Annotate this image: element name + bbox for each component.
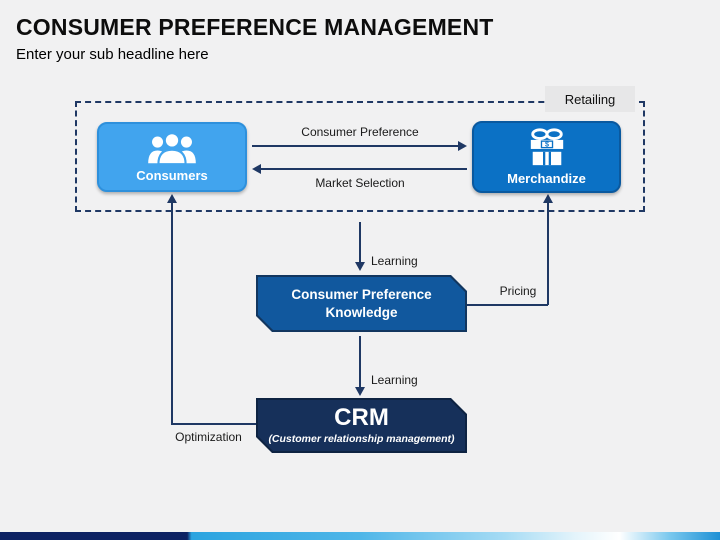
node-merchandize[interactable]: $ Merchandize (472, 121, 621, 193)
node-crm[interactable]: CRM (Customer relationship management) (256, 398, 467, 453)
edge-label-learning-bottom: Learning (371, 373, 418, 387)
connector-pricing-vertical (547, 202, 549, 305)
gift-box-dollar-icon: $ (530, 128, 563, 166)
node-knowledge-label: Consumer Preference Knowledge (291, 286, 432, 320)
node-crm-title: CRM (334, 404, 389, 431)
connector-pricing-horizontal (467, 304, 548, 306)
connector-learning-top (359, 222, 361, 263)
footer-accent-bar (0, 532, 720, 540)
edge-label-pricing: Pricing (499, 284, 537, 298)
node-crm-subtitle: (Customer relationship management) (268, 433, 455, 445)
edge-label-market-selection: Market Selection (315, 176, 405, 190)
edge-label-optimization: Optimization (175, 430, 242, 444)
connector-market-selection (260, 168, 467, 170)
people-group-icon (148, 132, 196, 165)
arrowhead-up-icon (167, 194, 177, 203)
edge-label-learning-top: Learning (371, 254, 418, 268)
page-subtitle: Enter your sub headline here (16, 46, 209, 63)
node-consumers-label: Consumers (136, 168, 208, 183)
arrowhead-right-icon (458, 141, 467, 151)
node-consumers[interactable]: Consumers (97, 122, 247, 192)
arrowhead-down-icon (355, 387, 365, 396)
page-title: CONSUMER PREFERENCE MANAGEMENT (16, 14, 494, 40)
svg-text:$: $ (545, 141, 549, 149)
connector-optimization-horizontal (172, 423, 256, 425)
retailing-group-frame (75, 101, 645, 212)
node-consumer-preference-knowledge[interactable]: Consumer Preference Knowledge (256, 275, 467, 332)
arrowhead-down-icon (355, 262, 365, 271)
retailing-group-label: Retailing (545, 86, 635, 112)
connector-consumer-preference (252, 145, 459, 147)
arrowhead-up-icon (543, 194, 553, 203)
connector-optimization-vertical (171, 202, 173, 425)
node-merchandize-label: Merchandize (507, 171, 586, 186)
arrowhead-left-icon (252, 164, 261, 174)
edge-label-consumer-preference: Consumer Preference (301, 125, 419, 139)
connector-learning-bottom (359, 336, 361, 388)
